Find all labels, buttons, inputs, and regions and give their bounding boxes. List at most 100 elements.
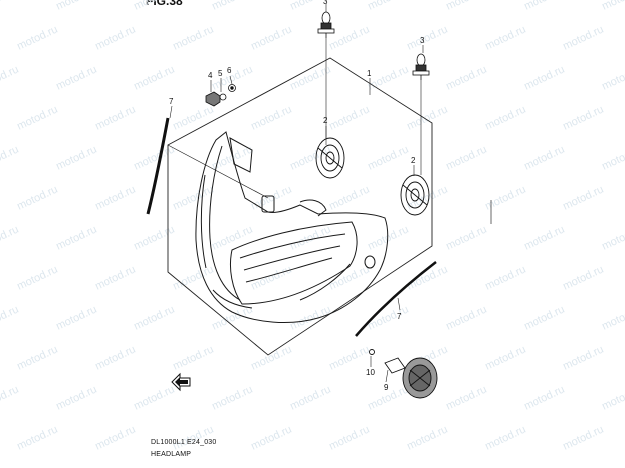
callout-2-left: 2 bbox=[323, 116, 328, 125]
watermark-text: motod.ru bbox=[483, 183, 527, 212]
callout-7-seal-bottom: 7 bbox=[397, 312, 402, 321]
watermark-text: motod.ru bbox=[522, 303, 566, 332]
watermark-text: motod.ru bbox=[522, 383, 566, 412]
watermark-text: motod.ru bbox=[600, 143, 625, 172]
watermark-text: motod.ru bbox=[93, 23, 137, 52]
watermark-text: motod.ru bbox=[93, 263, 137, 292]
watermark-text: motod.ru bbox=[483, 263, 527, 292]
watermark-text: motod.ru bbox=[483, 343, 527, 372]
watermark-text: motod.ru bbox=[366, 143, 410, 172]
watermark-text: motod.ru bbox=[15, 343, 59, 372]
watermark-text: motod.ru bbox=[210, 0, 254, 13]
leader-lines bbox=[169, 4, 424, 383]
watermark-text: motod.ru bbox=[600, 63, 625, 92]
assembly-box-inner-edge bbox=[167, 144, 269, 199]
watermark-text: motod.ru bbox=[600, 383, 625, 412]
callout-1: 1 bbox=[367, 69, 372, 78]
callout-4: 4 bbox=[208, 71, 213, 80]
watermark-text: motod.ru bbox=[561, 263, 605, 292]
watermark-text: motod.ru bbox=[132, 383, 176, 412]
watermark-text: motod.ru bbox=[561, 423, 605, 452]
watermark-text: motod.ru bbox=[54, 0, 98, 13]
watermark-text: motod.ru bbox=[327, 103, 371, 132]
watermark-text: motod.ru bbox=[249, 103, 293, 132]
watermark-text: motod.ru bbox=[171, 343, 215, 372]
watermark-text: motod.ru bbox=[561, 23, 605, 52]
watermark-text: motod.ru bbox=[366, 63, 410, 92]
callout-6: 6 bbox=[227, 66, 232, 75]
watermark-text: motod.ru bbox=[54, 63, 98, 92]
watermark-text: motod.ru bbox=[249, 263, 293, 292]
front-direction-arrow-icon bbox=[171, 372, 191, 392]
callout-5: 5 bbox=[218, 69, 223, 78]
watermark-text: motod.ru bbox=[54, 143, 98, 172]
watermark-text: motod.ru bbox=[0, 0, 21, 13]
socket-right bbox=[400, 174, 430, 216]
callout-2-right: 2 bbox=[411, 156, 416, 165]
watermark-text: motod.ru bbox=[405, 23, 449, 52]
watermark-text: motod.ru bbox=[444, 223, 488, 252]
watermark-text: motod.ru bbox=[15, 263, 59, 292]
watermark-text: motod.ru bbox=[0, 223, 21, 252]
watermark-text: motod.ru bbox=[522, 223, 566, 252]
watermark-text: motod.ru bbox=[600, 303, 625, 332]
watermark-text: motod.ru bbox=[15, 183, 59, 212]
diagram-code: DL1000L1 E24_030 bbox=[151, 439, 217, 446]
watermark-text: motod.ru bbox=[249, 343, 293, 372]
watermark-text: motod.ru bbox=[288, 303, 332, 332]
callout-7-seal-left: 7 bbox=[169, 97, 174, 106]
watermark-text: motod.ru bbox=[132, 303, 176, 332]
watermark-text: motod.ru bbox=[483, 103, 527, 132]
headlamp-seal-left bbox=[146, 117, 170, 215]
headlamp-housing bbox=[195, 131, 389, 324]
diagram-title: HEADLAMP bbox=[151, 451, 192, 458]
fastener-set bbox=[205, 84, 236, 107]
watermark-text: motod.ru bbox=[366, 0, 410, 13]
watermark-text: motod.ru bbox=[15, 423, 59, 452]
watermark-text: motod.ru bbox=[54, 303, 98, 332]
watermark-text: motod.ru bbox=[483, 23, 527, 52]
watermark-text: motod.ru bbox=[132, 223, 176, 252]
watermark-text: motod.ru bbox=[93, 103, 137, 132]
watermark-text: motod.ru bbox=[0, 143, 21, 172]
watermark-text: motod.ru bbox=[444, 383, 488, 412]
watermark-text: motod.ru bbox=[561, 103, 605, 132]
watermark-text: motod.ru bbox=[249, 423, 293, 452]
watermark-text: motod.ru bbox=[483, 423, 527, 452]
watermark-text: motod.ru bbox=[522, 143, 566, 172]
bulb-upper-right bbox=[412, 53, 430, 80]
watermark-text: motod.ru bbox=[171, 103, 215, 132]
callout-3-right: 3 bbox=[420, 36, 425, 45]
headlamp-seal-bottom bbox=[355, 261, 437, 337]
watermark-text: motod.ru bbox=[522, 63, 566, 92]
watermark-text: motod.ru bbox=[366, 223, 410, 252]
watermark-text: motod.ru bbox=[93, 423, 137, 452]
watermark-text: motod.ru bbox=[93, 343, 137, 372]
callout-3-left: 3 bbox=[323, 0, 328, 6]
watermark-text: motod.ru bbox=[54, 383, 98, 412]
watermark-text: motod.ru bbox=[522, 0, 566, 13]
watermark-text: motod.ru bbox=[171, 23, 215, 52]
watermark-text: motod.ru bbox=[210, 223, 254, 252]
watermark-text: motod.ru bbox=[561, 183, 605, 212]
watermark-text: motod.ru bbox=[15, 103, 59, 132]
watermark-text: motod.ru bbox=[327, 263, 371, 292]
watermark-text: motod.ru bbox=[600, 0, 625, 13]
watermark-text: motod.ru bbox=[210, 383, 254, 412]
watermark-text: motod.ru bbox=[132, 63, 176, 92]
watermark-text: motod.ru bbox=[54, 223, 98, 252]
figure-label: FIG.38 bbox=[146, 0, 183, 8]
watermark-text: motod.ru bbox=[0, 303, 21, 332]
watermark-text: motod.ru bbox=[171, 263, 215, 292]
watermark-text: motod.ru bbox=[288, 383, 332, 412]
watermark-text: motod.ru bbox=[444, 0, 488, 13]
watermark-text: motod.ru bbox=[600, 223, 625, 252]
bulb-upper-left bbox=[317, 11, 335, 38]
watermark-text: motod.ru bbox=[444, 63, 488, 92]
watermark-text: motod.ru bbox=[327, 183, 371, 212]
watermark-text: motod.ru bbox=[15, 23, 59, 52]
callout-10: 10 bbox=[366, 368, 375, 377]
watermark-text: motod.ru bbox=[0, 63, 21, 92]
